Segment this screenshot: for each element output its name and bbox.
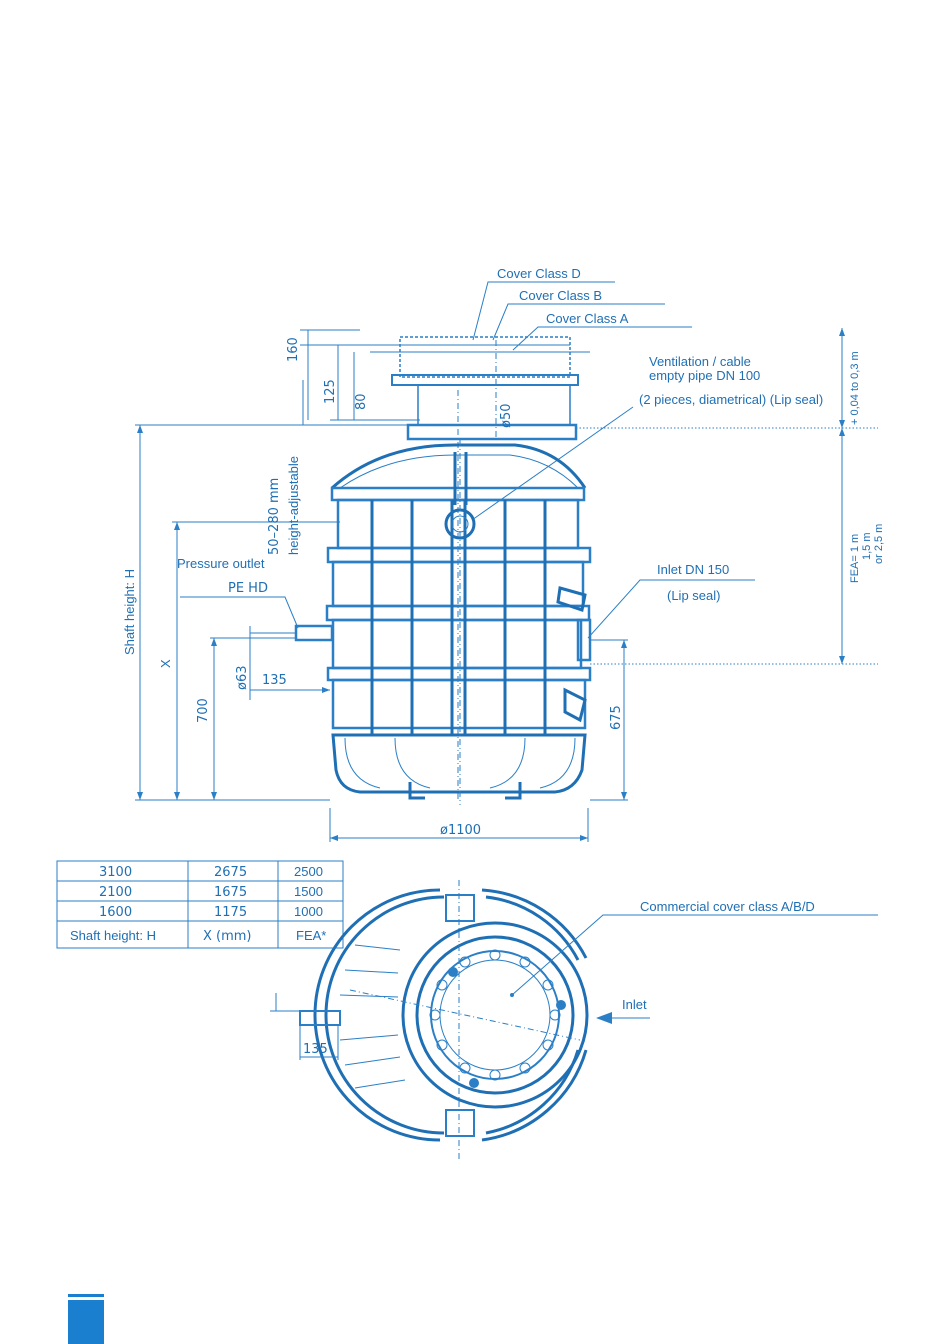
ventilation-callout: Ventilation / cable empty pipe DN 100 (2… xyxy=(471,354,823,521)
commercial-cover-label: Commercial cover class A/B/D xyxy=(640,899,815,914)
inlet-label: Inlet xyxy=(622,997,647,1012)
dim-160: 160 xyxy=(286,337,301,362)
lip-seal-label: (Lip seal) xyxy=(667,588,720,603)
table-row-2-fea: 1500 xyxy=(294,884,323,899)
table-row-3-x: 1175 xyxy=(214,905,247,920)
table-header-h: Shaft height: H xyxy=(70,928,156,943)
shaft-height-label: Shaft height: H xyxy=(122,569,137,655)
dim-1100: ø1100 xyxy=(440,823,481,838)
height-adjustable-label: height-adjustable xyxy=(286,456,301,555)
page-tab-line xyxy=(68,1294,104,1297)
top-dimensions: 160 125 80 ø50 xyxy=(286,329,514,429)
cover-class-b-label: Cover Class B xyxy=(519,288,602,303)
dim-63: ø63 xyxy=(235,666,250,691)
ventilation-label-2: empty pipe DN 100 xyxy=(649,368,760,383)
table-row-3-fea: 1000 xyxy=(294,904,323,919)
table-header-fea: FEA* xyxy=(296,928,326,943)
table-row-1-x: 2675 xyxy=(214,865,247,880)
pressure-outlet-label: Pressure outlet xyxy=(177,556,265,571)
pe-hd-label: PE HD xyxy=(228,581,268,596)
dim-135-plan: 135 xyxy=(303,1042,328,1057)
x-label: X xyxy=(158,659,173,668)
dim-700: 700 xyxy=(196,698,211,723)
fea-label-2: 1,5 m xyxy=(861,532,873,560)
table-header-x: X (mm) xyxy=(203,929,252,944)
ventilation-label-1: Ventilation / cable xyxy=(649,354,751,369)
cover-class-d-label: Cover Class D xyxy=(497,266,581,281)
dim-135: 135 xyxy=(262,673,287,688)
page-tab xyxy=(68,1300,104,1344)
table-row-2-x: 1675 xyxy=(214,885,247,900)
fea-label-3: or 2,5 m xyxy=(873,524,885,564)
dim-50: ø50 xyxy=(499,404,514,429)
right-dimensions: + 0,04 to 0,3 m FEA= 1 m 1,5 m or 2,5 m … xyxy=(329,328,885,842)
ventilation-label-3: (2 pieces, diametrical) (Lip seal) xyxy=(639,392,823,407)
cover-class-a-label: Cover Class A xyxy=(546,311,629,326)
fea-label-1: FEA= 1 m xyxy=(849,534,861,583)
plan-view: 135 Commercial cover class A/B/D Inlet xyxy=(270,880,878,1160)
dim-125: 125 xyxy=(323,379,338,404)
dimensions-table: 3100 2675 2500 2100 1675 1500 1600 1175 … xyxy=(56,860,344,949)
cover-assembly xyxy=(370,336,590,800)
height-range-label: 50–280 mm xyxy=(267,478,282,555)
dim-80: 80 xyxy=(354,393,369,410)
table-row-3-h: 1600 xyxy=(99,905,132,920)
table-row-1-fea: 2500 xyxy=(294,864,323,879)
table-row-1-h: 3100 xyxy=(99,865,132,880)
cover-callouts: Cover Class D Cover Class B Cover Class … xyxy=(472,266,692,351)
inlet-dn-label: Inlet DN 150 xyxy=(657,562,729,577)
dim-675: 675 xyxy=(609,705,624,730)
table-row-2-h: 2100 xyxy=(99,885,132,900)
tank-body xyxy=(250,440,592,805)
offset-label: + 0,04 to 0,3 m xyxy=(849,351,861,425)
side-dimensions: Shaft height: H X 700 ø63 135 50–280 mm … xyxy=(122,380,410,801)
